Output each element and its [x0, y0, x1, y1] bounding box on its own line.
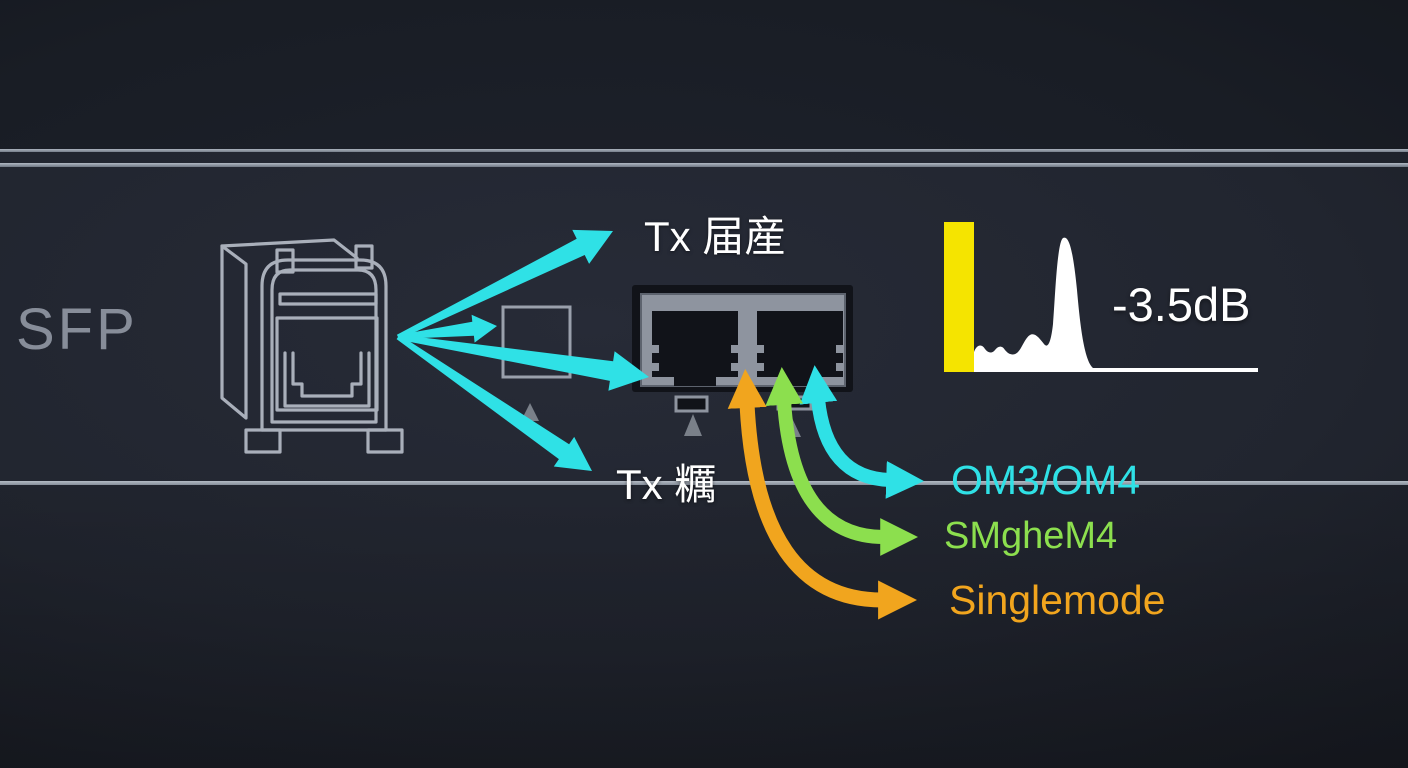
- green-fiber-arrow: [765, 367, 919, 556]
- sfp-rj45-inner: [291, 351, 363, 398]
- singlemode-arrow: [727, 368, 918, 620]
- attenuation-value-label: -3.5dB: [1112, 278, 1251, 331]
- port-left-jack: [652, 311, 738, 386]
- fiber-label-singlemode: Singlemode: [949, 577, 1166, 623]
- tx-top-label: Tx 届産: [644, 213, 787, 260]
- sfp-inner-cage: [270, 268, 378, 424]
- port-pointer-triangle-left: [684, 414, 702, 436]
- waveform-curve: [974, 237, 1258, 372]
- sfp-outer-cage: [260, 258, 388, 432]
- tx-bottom-label: Tx 糲: [616, 461, 717, 508]
- sfp-tab-left: [275, 248, 295, 274]
- sfp-back-panel: [220, 244, 248, 420]
- fiber-type-arrows: [727, 365, 925, 620]
- level-bar: [944, 222, 974, 372]
- faceplate-top-shade: [0, 0, 1408, 149]
- fiber-label-om3-om4: OM3/OM4: [951, 457, 1141, 503]
- sfp-foot-left: [244, 428, 282, 454]
- sfp-module-wireframe-icon: [220, 238, 404, 454]
- sfp-slot: [278, 292, 378, 306]
- beam-arrow-short: [397, 314, 497, 343]
- faceplate-edge-line-top-2: [0, 163, 1408, 167]
- sfp-rj45-outer: [283, 351, 371, 408]
- sfp-device-label: SFP: [16, 297, 138, 362]
- beam-fan-arrows-icon: [396, 229, 649, 471]
- port-label-window-left: [674, 395, 709, 413]
- port-right-jack: [757, 311, 843, 386]
- fiber-label-smghem4: SMgheM4: [944, 515, 1118, 557]
- faceplate-edge-line-top-1: [0, 149, 1408, 152]
- beam-arrow-up: [396, 229, 613, 340]
- om3-om4-arrow: [799, 365, 925, 499]
- beam-arrow-down: [396, 334, 592, 471]
- beam-arrow-to-port: [397, 334, 649, 391]
- duplex-port-icon: [632, 285, 853, 437]
- power-waveform-chart: [944, 222, 1258, 372]
- sfp-foot-right: [366, 428, 404, 454]
- faceplate-bottom-shade: [0, 485, 1408, 768]
- sfp-tab-right: [354, 244, 374, 270]
- faceplate-edge-line-middle: [0, 481, 1408, 485]
- sfp-opening: [275, 316, 379, 412]
- sfp-top-face: [220, 238, 359, 260]
